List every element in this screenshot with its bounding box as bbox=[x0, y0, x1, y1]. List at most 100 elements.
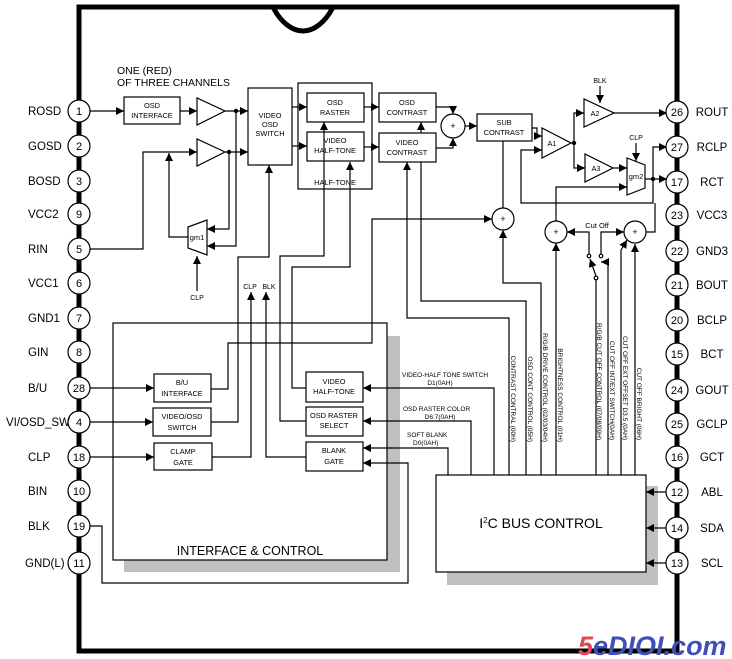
register-brightness-control: BRIGHTNESS CONTROL (01H) bbox=[556, 348, 563, 442]
clp-gm1-signal-label: CLP bbox=[190, 295, 204, 302]
osd-interface-line2: INTERFACE bbox=[131, 111, 173, 120]
pin-number: 11 bbox=[73, 558, 84, 570]
pin-number: 16 bbox=[671, 452, 683, 464]
switch-pivot bbox=[593, 275, 599, 281]
video-osd-switch-line1: VIDEO bbox=[259, 111, 282, 120]
adder-cutoff: + bbox=[623, 220, 647, 244]
adder-sub-contrast-plus: + bbox=[500, 214, 505, 224]
adder-sub-contrast: + bbox=[491, 207, 515, 231]
pin-number: 23 bbox=[671, 210, 683, 222]
gm2-label: gm2 bbox=[629, 172, 643, 181]
buffer-amp-1-triangle bbox=[196, 97, 227, 126]
osd-raster-line2: RASTER bbox=[320, 108, 350, 117]
signal-wires bbox=[90, 86, 667, 584]
cut-off-label: Cut Off bbox=[585, 221, 610, 230]
pin-label: CLP bbox=[28, 452, 51, 464]
i2c-bus-control-label: I2C BUS CONTROL bbox=[479, 515, 603, 531]
clp-gate-signal-label: CLP bbox=[243, 284, 257, 291]
channel-note-line2: OF THREE CHANNELS bbox=[117, 77, 230, 89]
wire-half-tone-ctrl-to-video-half-tone bbox=[291, 162, 354, 389]
gm1-trapezoid bbox=[187, 219, 208, 256]
pin-number: 6 bbox=[76, 278, 82, 290]
wire-blank-gate-to-blk bbox=[262, 292, 306, 458]
video-half-tone-box bbox=[306, 131, 365, 162]
video-half-tone-line1: VIDEO bbox=[324, 136, 347, 145]
half-tone-group: HALF-TONE bbox=[297, 82, 373, 190]
bu-interface-line2: INTERFACE bbox=[161, 389, 203, 398]
pin-circle bbox=[665, 203, 689, 227]
register-osd-cont-control: OSD CONT CONTROL (05H) bbox=[526, 356, 533, 442]
pin-circle bbox=[665, 412, 689, 436]
register-labels-horizontal: VIDEO-HALF TONE SWITCH D1(0AH) OSD RASTE… bbox=[402, 372, 488, 447]
register-video-half-tone-switch-name: VIDEO-HALF TONE SWITCH bbox=[402, 372, 488, 379]
pin-label: VCC2 bbox=[28, 209, 59, 221]
wire-contrast-control bbox=[403, 162, 510, 475]
pin-number: 13 bbox=[671, 558, 683, 570]
pin-number: 26 bbox=[671, 107, 683, 119]
watermark: 5eDIOI.com bbox=[578, 631, 727, 659]
watermark-digit: 5 bbox=[578, 631, 594, 659]
register-soft-blank-name: SOFT BLANK bbox=[407, 432, 448, 439]
blank-gate-block: BLANK GATE bbox=[305, 441, 364, 472]
pin-label: VCC1 bbox=[28, 278, 59, 290]
pin-label: GOUT bbox=[695, 385, 728, 397]
pin-number: 2 bbox=[76, 141, 82, 153]
register-rgb-drive-control: R/G/B DRIVE CONTROL (02/03/04H) bbox=[541, 333, 548, 442]
pin-number: 27 bbox=[671, 142, 683, 154]
clamp-gate-line1: CLAMP bbox=[170, 447, 196, 456]
pin-circle bbox=[67, 340, 91, 364]
wire-bu-interface-to-adder bbox=[211, 215, 492, 390]
ic-notch bbox=[270, 5, 336, 34]
register-soft-blank-addr: D0(0AH) bbox=[413, 440, 438, 447]
channel-note-line1: ONE (RED) bbox=[117, 65, 172, 77]
transconductance-gm1: gm1 bbox=[187, 219, 208, 256]
pin-label: GIN bbox=[28, 347, 48, 359]
pin-number: 24 bbox=[671, 385, 683, 397]
pin-circle bbox=[665, 445, 689, 469]
register-rgb-cut-off-control: R/G/B CUT OFF CONTROL (07/08/09H) bbox=[595, 323, 602, 440]
video-contrast-line2: CONTRAST bbox=[387, 148, 428, 157]
pin-circle bbox=[67, 514, 91, 538]
amplifier-a1-label: A1 bbox=[547, 139, 556, 148]
osd-interface-box bbox=[123, 96, 181, 125]
amplifier-a2-label: A2 bbox=[590, 109, 599, 118]
video-half-tone-ctrl-line1: VIDEO bbox=[323, 377, 346, 386]
wire-raster-select-to-osd-raster bbox=[279, 122, 328, 422]
junction-dot bbox=[571, 140, 577, 146]
buffer-amp-2 bbox=[196, 138, 227, 167]
osd-raster-line1: OSD bbox=[327, 98, 343, 107]
pin-number: 15 bbox=[671, 349, 683, 361]
pin-number: 28 bbox=[73, 383, 85, 395]
pin-label: BCLP bbox=[697, 315, 727, 327]
wire-cutoff-int-ext-switch bbox=[601, 258, 609, 475]
amplifier-a1: A1 bbox=[541, 127, 573, 159]
wire-clamp-gate-to-clp bbox=[212, 292, 255, 458]
pin-number: 10 bbox=[73, 486, 85, 498]
wire-rgb-drive-control bbox=[499, 230, 542, 475]
bu-interface-block: B/U INTERFACE bbox=[153, 373, 212, 403]
osd-raster-select-line2: SELECT bbox=[320, 421, 349, 430]
register-contrast-control: CONTRAST CONTRAL (00H) bbox=[509, 356, 516, 442]
wire-osd-contrast-to-adder bbox=[436, 106, 457, 114]
pin-number: 21 bbox=[671, 280, 683, 292]
wire-cutoff-adder-out bbox=[646, 203, 656, 233]
pin-circle bbox=[67, 551, 91, 575]
pin-4: 4VI/OSD_SW bbox=[6, 410, 91, 434]
wire-switch-ctrl-to-video-osd-switch bbox=[211, 165, 273, 423]
bu-interface-box bbox=[153, 373, 212, 403]
wire-a1-to-a3 bbox=[573, 143, 585, 172]
pin-number: 7 bbox=[76, 313, 82, 325]
pin-circle bbox=[67, 306, 91, 330]
gm2-trapezoid bbox=[626, 157, 646, 196]
video-osd-switch-line2: OSD bbox=[262, 120, 278, 129]
pin-label: RCLP bbox=[697, 142, 728, 154]
